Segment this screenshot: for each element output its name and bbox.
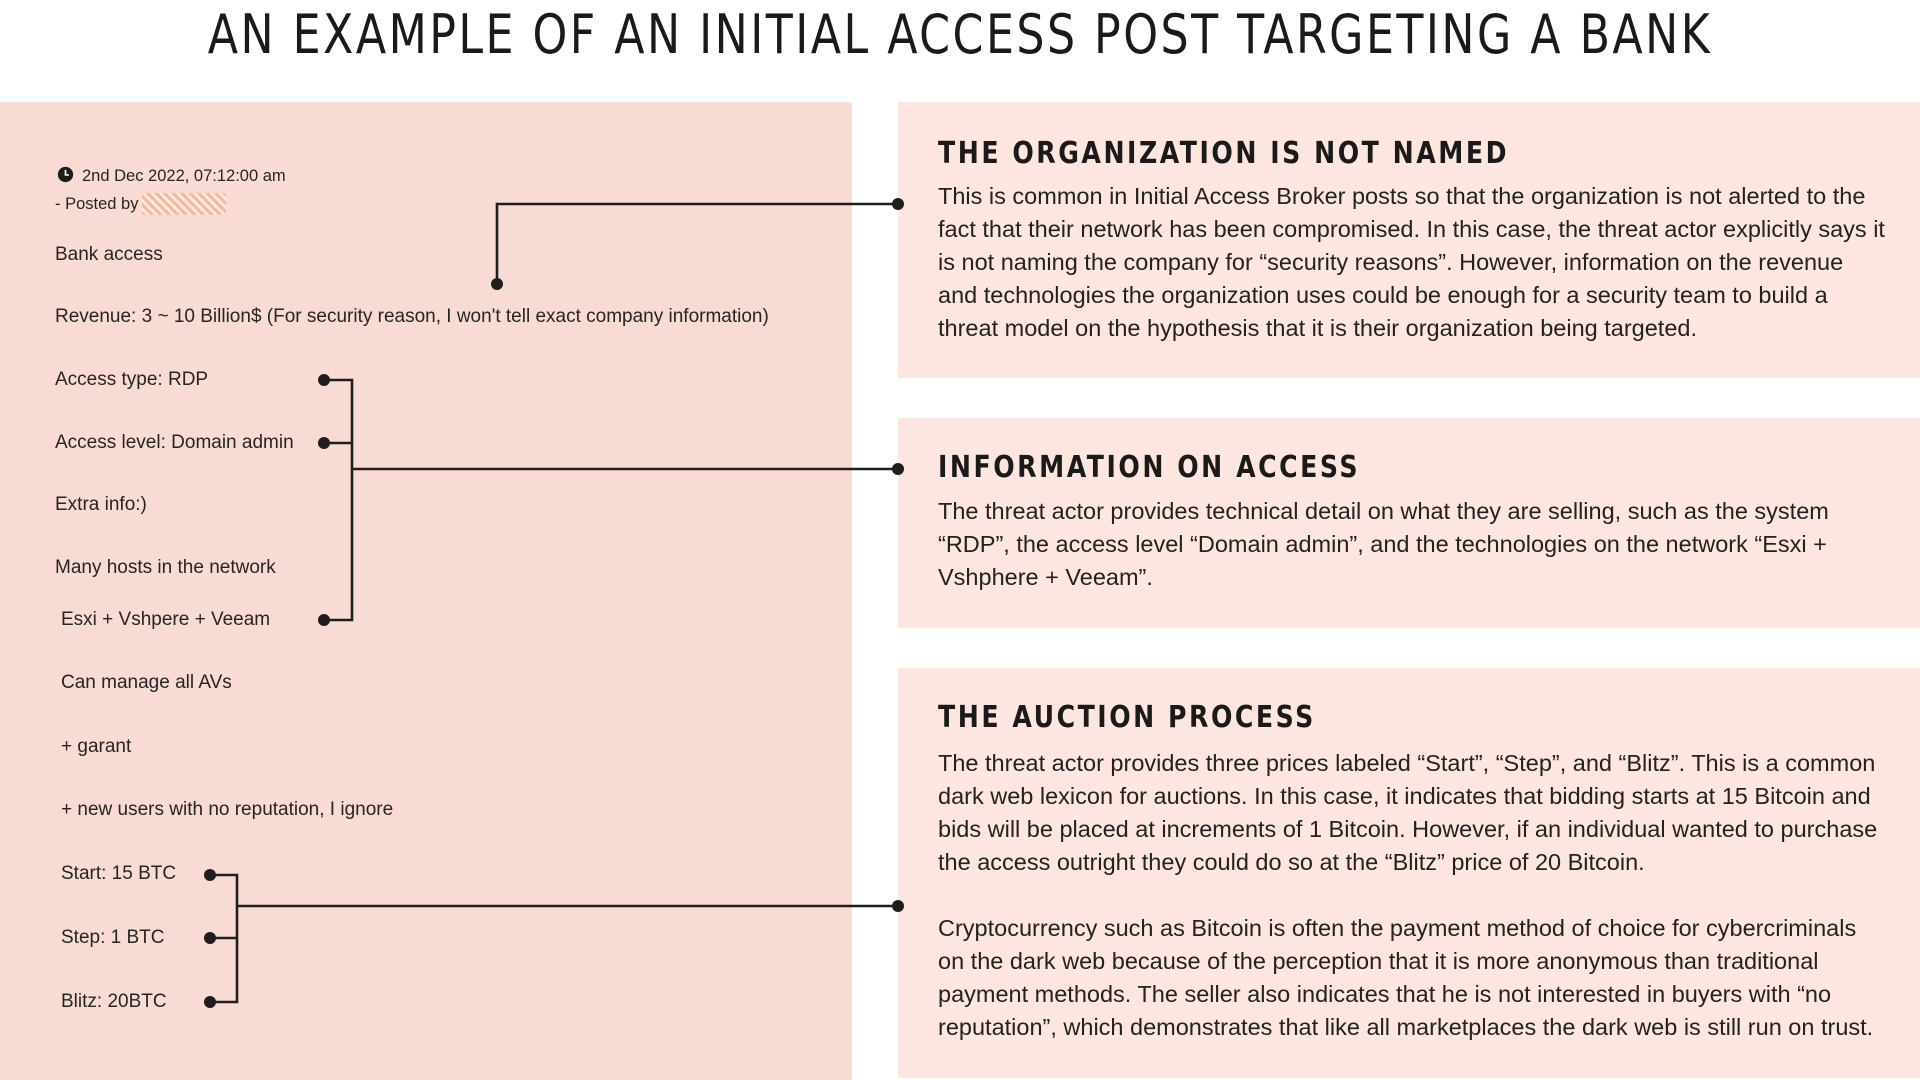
annotation-card-access: INFORMATION ON ACCESS The threat actor p…: [898, 418, 1920, 628]
annotation-card-organization: THE ORGANIZATION IS NOT NAMED This is co…: [898, 102, 1920, 378]
post-author-label: - Posted by: [55, 195, 139, 213]
post-line: Revenue: 3 ~ 10 Billion$ (For security r…: [55, 306, 769, 327]
post-line: Esxi + Vshpere + Veeam: [61, 609, 271, 630]
page-title: AN EXAMPLE OF AN INITIAL ACCESS POST TAR…: [207, 3, 1713, 66]
post-line: Extra info:): [55, 494, 147, 515]
card-heading: THE ORGANIZATION IS NOT NAMED: [938, 136, 1510, 171]
post-line: Many hosts in the network: [55, 557, 276, 578]
post-line: Blitz: 20BTC: [61, 991, 167, 1012]
post-line: Bank access: [55, 244, 163, 265]
card-paragraph: The threat actor provides three prices l…: [938, 750, 1878, 875]
post-line: Access level: Domain admin: [55, 432, 294, 453]
post-line: Can manage all AVs: [61, 672, 232, 693]
clock-icon: [57, 166, 74, 183]
card-body: The threat actor provides three prices l…: [938, 747, 1888, 1044]
post-line: Step: 1 BTC: [61, 927, 165, 948]
post-line: + garant: [61, 736, 132, 757]
card-paragraph: The threat actor provides technical deta…: [938, 498, 1829, 590]
card-heading: THE AUCTION PROCESS: [938, 700, 1316, 735]
post-line: + new users with no reputation, I ignore: [61, 799, 394, 820]
card-paragraph: This is common in Initial Access Broker …: [938, 183, 1885, 341]
post-date: 2nd Dec 2022, 07:12:00 am: [82, 167, 286, 185]
card-heading: INFORMATION ON ACCESS: [938, 450, 1361, 485]
card-body: This is common in Initial Access Broker …: [938, 180, 1888, 345]
card-paragraph: Cryptocurrency such as Bitcoin is often …: [938, 915, 1874, 1040]
redacted-username: [142, 193, 226, 215]
card-body: The threat actor provides technical deta…: [938, 495, 1888, 594]
post-line: Start: 15 BTC: [61, 863, 177, 884]
post-line: Access type: RDP: [55, 369, 209, 390]
annotation-card-auction: THE AUCTION PROCESS The threat actor pro…: [898, 668, 1920, 1078]
